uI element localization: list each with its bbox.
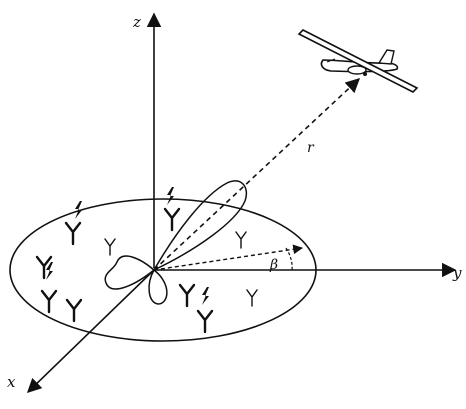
beta-angle-arc [285, 247, 293, 271]
antenna-icon [178, 283, 196, 308]
antenna-icon [163, 207, 181, 232]
antenna-icon [65, 298, 83, 323]
antenna-icon [64, 221, 82, 246]
antenna-icon [246, 289, 258, 307]
beta-direction-line [153, 244, 303, 271]
antenna-icon [235, 231, 247, 249]
x-axis-label: x [7, 373, 16, 391]
range-label: r [307, 140, 315, 156]
antenna-icon [196, 309, 214, 334]
antenna-icon [104, 238, 116, 256]
beta-label: β [269, 257, 278, 273]
lightning-icon [167, 187, 174, 205]
side-lobe-lower [148, 268, 168, 305]
airplane-icon [297, 29, 419, 93]
range-line [153, 78, 361, 271]
z-axis-label: z [132, 13, 141, 31]
x-axis [26, 269, 155, 394]
lightning-icon [75, 201, 82, 219]
lightning-icon [46, 262, 53, 280]
y-axis-label: y [452, 264, 462, 282]
antenna-icon [40, 289, 58, 314]
side-lobe-left [104, 255, 156, 290]
main-beam-lobe [152, 180, 248, 272]
lightning-icon [202, 287, 209, 305]
